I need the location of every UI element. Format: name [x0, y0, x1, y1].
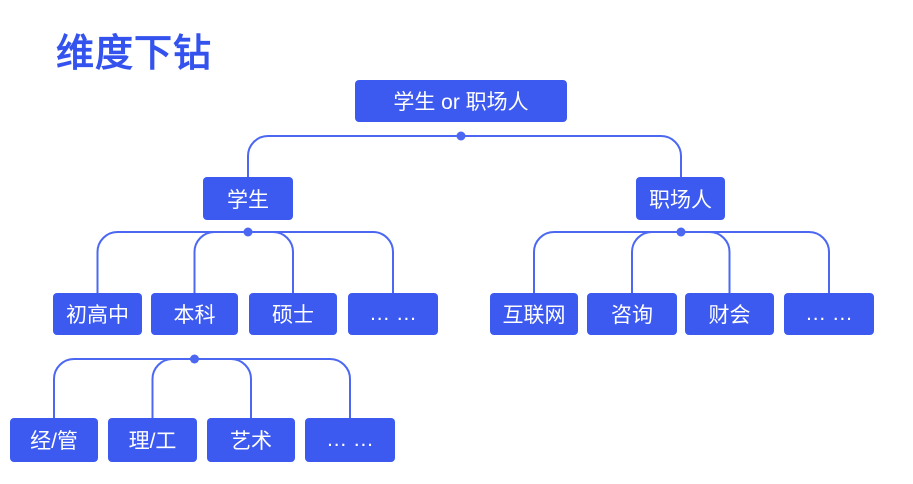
page-title: 维度下钻: [56, 33, 213, 75]
branch-dot-student: [243, 227, 253, 237]
node-undergraduate: 本科: [151, 293, 238, 335]
node-student-label: 学生: [227, 188, 269, 212]
node-students-more: … …: [348, 293, 438, 335]
node-consulting: 咨询: [587, 293, 677, 335]
node-finance-accounting-label: 财会: [708, 304, 751, 327]
connector-student-to-master: [248, 231, 294, 293]
connector-professional-to-consulting: [631, 231, 681, 293]
connector-root-to-student: [247, 135, 461, 177]
connector-professional-to-finance: [681, 231, 731, 293]
node-undergraduate-label: 本科: [173, 304, 216, 327]
node-root-label: 学生 or 职场人: [393, 91, 529, 114]
connector-student-to-more: [248, 231, 394, 293]
node-econ-management: 经/管: [10, 418, 98, 462]
node-arts: 艺术: [207, 418, 295, 462]
node-finance-accounting: 财会: [685, 293, 774, 335]
connector-undergrad-to-more: [194, 358, 351, 418]
node-professional-label: 职场人: [649, 188, 712, 212]
node-master: 硕士: [249, 293, 337, 335]
node-junior-senior-high-label: 初高中: [66, 304, 129, 327]
node-professional: 职场人: [636, 177, 725, 220]
node-science-engineering: 理/工: [108, 418, 197, 462]
node-econ-management-label: 经/管: [30, 430, 78, 453]
node-master-label: 硕士: [272, 304, 314, 327]
branch-dot-root: [456, 131, 466, 141]
node-root: 学生 or 职场人: [355, 80, 567, 122]
connector-undergrad-to-arts: [194, 358, 252, 418]
connector-student-to-undergraduate: [193, 231, 248, 293]
connector-undergrad-to-science-engineering: [151, 358, 195, 418]
connector-undergrad-to-econ-management: [53, 358, 195, 418]
node-consulting-label: 咨询: [611, 304, 653, 327]
connector-professional-to-internet: [533, 231, 681, 293]
connector-professional-to-more: [681, 231, 830, 293]
node-students-more-label: … …: [369, 302, 417, 325]
node-professionals-more-label: … …: [805, 302, 853, 325]
connector-root-to-professional: [461, 135, 682, 177]
node-internet-label: 互联网: [502, 304, 566, 327]
node-junior-senior-high: 初高中: [53, 293, 142, 335]
node-student: 学生: [203, 177, 293, 220]
node-arts-label: 艺术: [230, 430, 272, 453]
branch-dot-undergrad: [190, 354, 199, 364]
node-professionals-more: … …: [784, 293, 874, 335]
node-internet: 互联网: [490, 293, 578, 335]
node-science-engineering-label: 理/工: [128, 430, 177, 453]
node-undergrad-more-label: … …: [326, 428, 374, 451]
branch-dot-professional: [676, 227, 686, 237]
node-undergrad-more: … …: [305, 418, 395, 462]
connector-student-to-junior-senior-high: [96, 231, 248, 293]
